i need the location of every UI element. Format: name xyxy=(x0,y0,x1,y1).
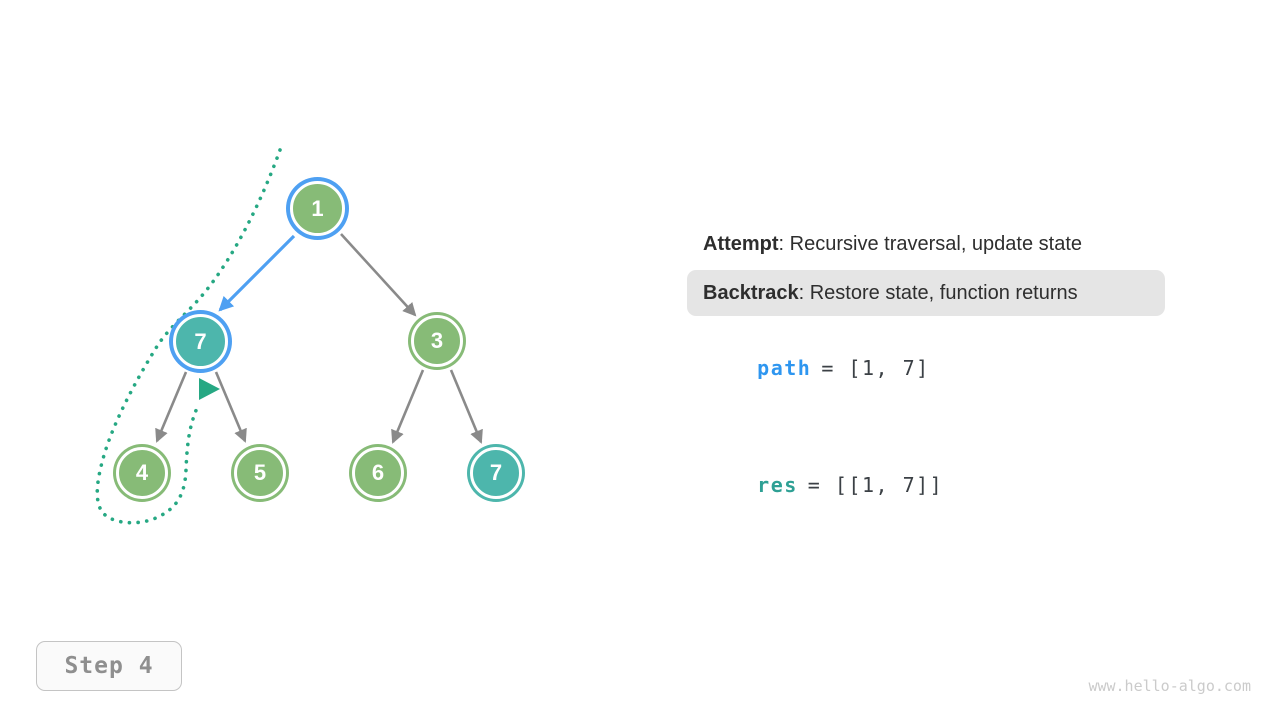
node-value: 4 xyxy=(135,460,149,485)
node-value: 7 xyxy=(489,460,503,485)
step-indicator: Step 4 xyxy=(36,641,182,691)
tree-node-6: 6 xyxy=(352,447,404,499)
node-value: 5 xyxy=(253,460,267,485)
backtrack-label: Backtrack xyxy=(703,281,799,304)
tree-node-1: 1 xyxy=(290,181,345,236)
attempt-legend: Attempt: Recursive traversal, update sta… xyxy=(687,221,1165,267)
tree-node-3: 3 xyxy=(411,315,463,367)
attempt-label: Attempt xyxy=(703,232,779,255)
path-variable-name: path xyxy=(757,356,812,380)
edge-3-to-6 xyxy=(391,369,425,444)
node-value: 3 xyxy=(430,328,444,353)
res-variable-name: res xyxy=(757,473,798,497)
traversal-arrowhead-icon xyxy=(199,378,220,400)
backtrack-legend-highlighted: Backtrack: Restore state, function retur… xyxy=(687,270,1165,316)
node-value: 1 xyxy=(311,195,324,221)
watermark: www.hello-algo.com xyxy=(1088,677,1251,695)
tree-node-7-left: 7 xyxy=(173,314,228,369)
backtrack-text: : Restore state, function returns xyxy=(798,281,1078,304)
edge-7-to-4 xyxy=(155,371,188,443)
edge-1-to-3 xyxy=(340,233,417,317)
tree-node-4: 4 xyxy=(116,447,168,499)
step-label: Step 4 xyxy=(64,653,154,679)
res-variable-value: = [[1, 7]] xyxy=(807,473,944,497)
path-variable-value: = [1, 7] xyxy=(821,356,930,380)
edge-7-to-5 xyxy=(214,371,247,443)
tree-node-5: 5 xyxy=(234,447,286,499)
tree-node-7-right: 7 xyxy=(470,447,522,499)
attempt-text: : Recursive traversal, update state xyxy=(778,232,1083,255)
path-state-line: path = [1, 7] xyxy=(703,332,930,404)
traversal-dotted-path xyxy=(95,148,282,525)
node-value: 7 xyxy=(194,328,207,354)
edge-3-to-7 xyxy=(449,369,483,444)
edge-1-to-7 xyxy=(218,234,296,312)
res-state-line: res = [[1, 7]] xyxy=(703,449,943,521)
node-value: 6 xyxy=(371,460,385,485)
